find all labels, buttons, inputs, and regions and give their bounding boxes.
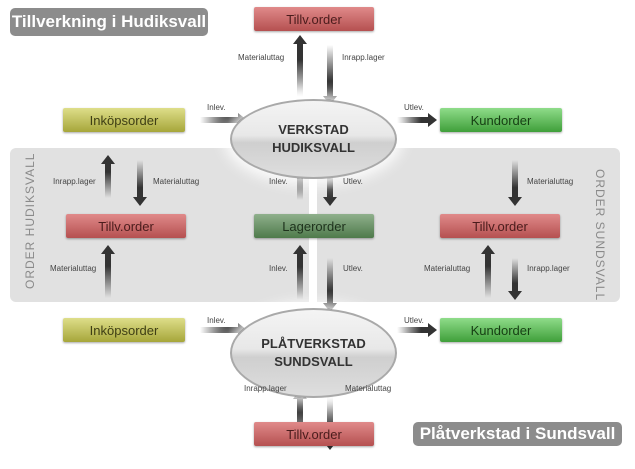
arrow-left-materialuttag-icon <box>133 160 147 206</box>
arrow-right-materialuttag-icon <box>508 160 522 206</box>
label-right-materialuttag: Materialuttag <box>527 177 574 186</box>
hub-line2: SUNDSVALL <box>274 354 353 369</box>
lagerorder-box[interactable]: Lagerorder <box>254 214 374 238</box>
arrow-bottom-inlev-icon <box>200 323 247 337</box>
label-left-materialuttag2: Materialuttag <box>50 264 97 273</box>
arrow-left-inrapp-icon <box>101 155 115 198</box>
top-tillv-order-box[interactable]: Tillv.order <box>254 7 374 31</box>
divider-strip <box>309 178 317 302</box>
label-left-materialuttag: Materialuttag <box>153 177 200 186</box>
right-tillv-order-box[interactable]: Tillv.order <box>440 214 560 238</box>
inkopsorder-top-box[interactable]: Inköpsorder <box>63 108 185 132</box>
label-top-inrapp: Inrapp.lager <box>342 53 385 62</box>
arrow-right-materialuttag2-icon <box>481 245 495 298</box>
arrow-bottom-utlev-icon <box>397 323 437 337</box>
bottom-tillv-order-box[interactable]: Tillv.order <box>254 422 374 446</box>
label-bottom-materialuttag: Materialuttag <box>345 384 392 393</box>
title-platverkstad-sundsvall: Plåtverkstad i Sundsvall <box>413 422 622 446</box>
arrow-top-inrapp-icon <box>323 45 337 105</box>
kundorder-top-box[interactable]: Kundorder <box>440 108 562 132</box>
platverkstad-sundsvall-hub[interactable]: PLÅTVERKSTAD SUNDSVALL <box>230 308 397 398</box>
arrow-top-materialuttag-icon <box>293 35 307 97</box>
label-mid-inlev: Inlev. <box>269 177 288 186</box>
label-top-utlev: Utlev. <box>404 103 424 112</box>
label-bottom-utlev: Utlev. <box>404 316 424 325</box>
left-tillv-order-box[interactable]: Tillv.order <box>66 214 186 238</box>
title-tillverkning-hudiksvall: Tillverkning i Hudiksvall <box>10 8 208 36</box>
arrow-left-materialuttag2-icon <box>101 245 115 298</box>
label-top-materialuttag: Materialuttag <box>238 53 285 62</box>
arrow-top-utlev-icon <box>397 113 437 127</box>
arrow-mid-utlev2-icon <box>323 258 337 312</box>
arrow-mid-inlev-icon <box>293 162 307 200</box>
arrow-bottom-inrapp-icon <box>293 390 307 446</box>
label-mid-inlev2: Inlev. <box>269 264 288 273</box>
kundorder-bottom-box[interactable]: Kundorder <box>440 318 562 342</box>
label-bottom-inlev: Inlev. <box>207 316 226 325</box>
verkstad-hudiksvall-hub[interactable]: VERKSTAD HUDIKSVALL <box>230 99 397 179</box>
arrow-right-inrapp-icon <box>508 258 522 300</box>
arrow-top-inlev-icon <box>200 113 247 127</box>
label-bottom-inrapp: Inrapp.lager <box>244 384 287 393</box>
hub-line1: VERKSTAD <box>278 122 349 137</box>
label-top-inlev: Inlev. <box>207 103 226 112</box>
inkopsorder-bottom-box[interactable]: Inköpsorder <box>63 318 185 342</box>
label-right-inrapp: Inrapp.lager <box>527 264 570 273</box>
arrow-mid-utlev-icon <box>323 165 337 206</box>
arrow-mid-inlev2-icon <box>293 245 307 300</box>
hub-line2: HUDIKSVALL <box>272 140 355 155</box>
label-mid-utlev: Utlev. <box>343 177 363 186</box>
label-right-materialuttag2: Materialuttag <box>424 264 471 273</box>
label-left-inrapp: Inrapp.lager <box>53 177 96 186</box>
label-mid-utlev2: Utlev. <box>343 264 363 273</box>
hub-line1: PLÅTVERKSTAD <box>261 336 366 351</box>
